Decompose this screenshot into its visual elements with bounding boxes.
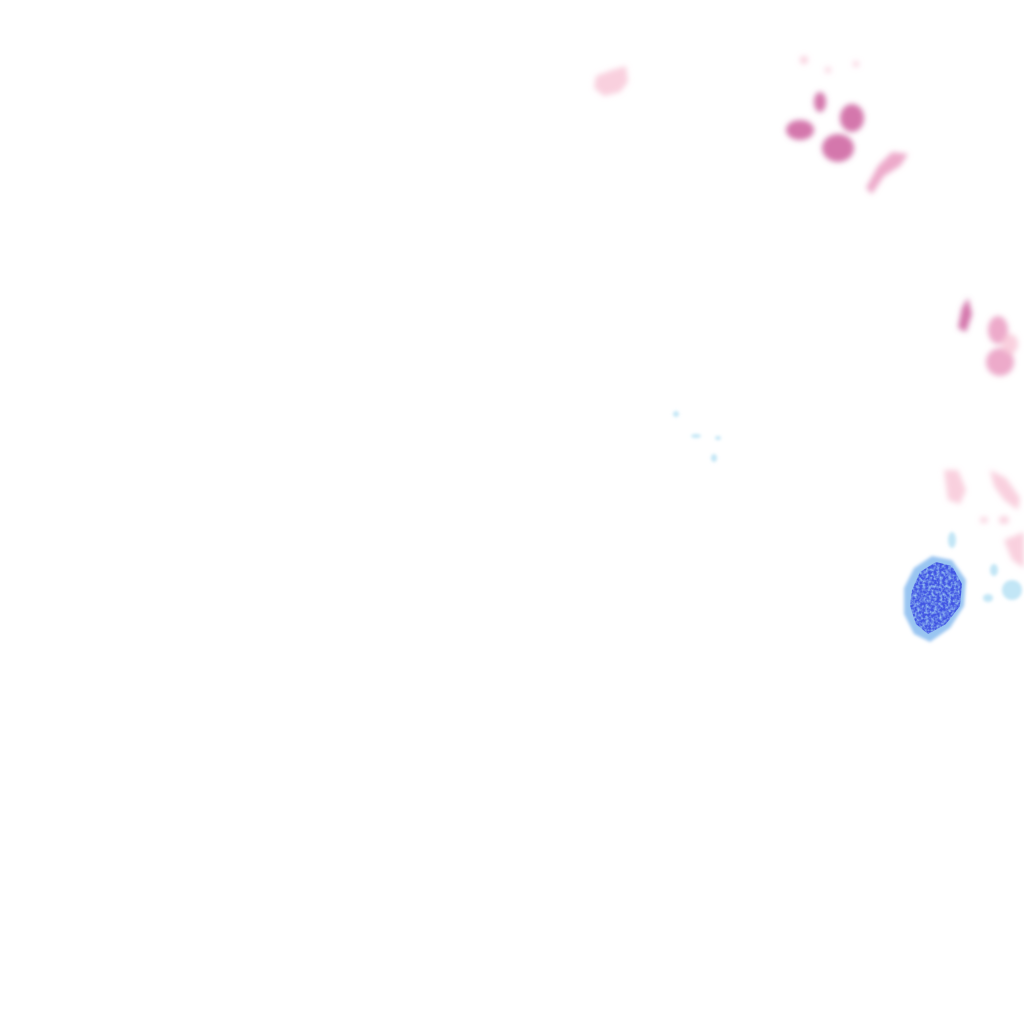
echo-mixed-heavy-d (840, 104, 864, 132)
echo-mixed-moderate-k (986, 348, 1014, 376)
echo-mixed-moderate-e (866, 152, 908, 194)
echo-mixed-heavy-b (814, 92, 826, 112)
echo-rain-light-b (691, 434, 701, 438)
mixed-echo-right-lower (944, 470, 1024, 568)
echo-mixed-light-o (1004, 532, 1024, 568)
echo-rain-light-d (711, 454, 717, 462)
echo-mixed-light-l (1002, 334, 1018, 354)
rain-echo-heavy-cell (904, 556, 966, 642)
echo-mixed-light-p (980, 517, 988, 523)
echo-mixed-heavy-i (958, 298, 972, 332)
echo-mixed-heavy-c (822, 134, 854, 162)
echo-mixed-heavy-a (786, 120, 814, 140)
mixed-echo-upper-right (786, 56, 908, 194)
echo-mixed-light-g (825, 67, 831, 73)
echo-mixed-light-q (999, 516, 1009, 524)
echo-mixed-light-f (800, 56, 808, 64)
rain-echo-scattered-specks (673, 411, 1022, 602)
echo-rain-light-a (673, 411, 679, 417)
echo-mixed-light-h (853, 61, 859, 67)
mixed-echo-right-middle (958, 298, 1018, 376)
echo-rain-heavy-core (910, 562, 962, 634)
echo-mixed-light-n (990, 470, 1020, 510)
echo-mixed-light-m (944, 470, 966, 504)
echo-mixed-moderate-j (988, 316, 1008, 344)
echo-rain-light-c (715, 436, 721, 440)
echo-rain-light-e (948, 532, 956, 548)
mixed-echo-top-left (594, 66, 628, 96)
echo-rain-light-f (990, 564, 998, 576)
echo-rain-light-g (1002, 580, 1022, 600)
echo-rain-light-h (983, 594, 993, 602)
echo-mixed-light-a (594, 66, 628, 96)
